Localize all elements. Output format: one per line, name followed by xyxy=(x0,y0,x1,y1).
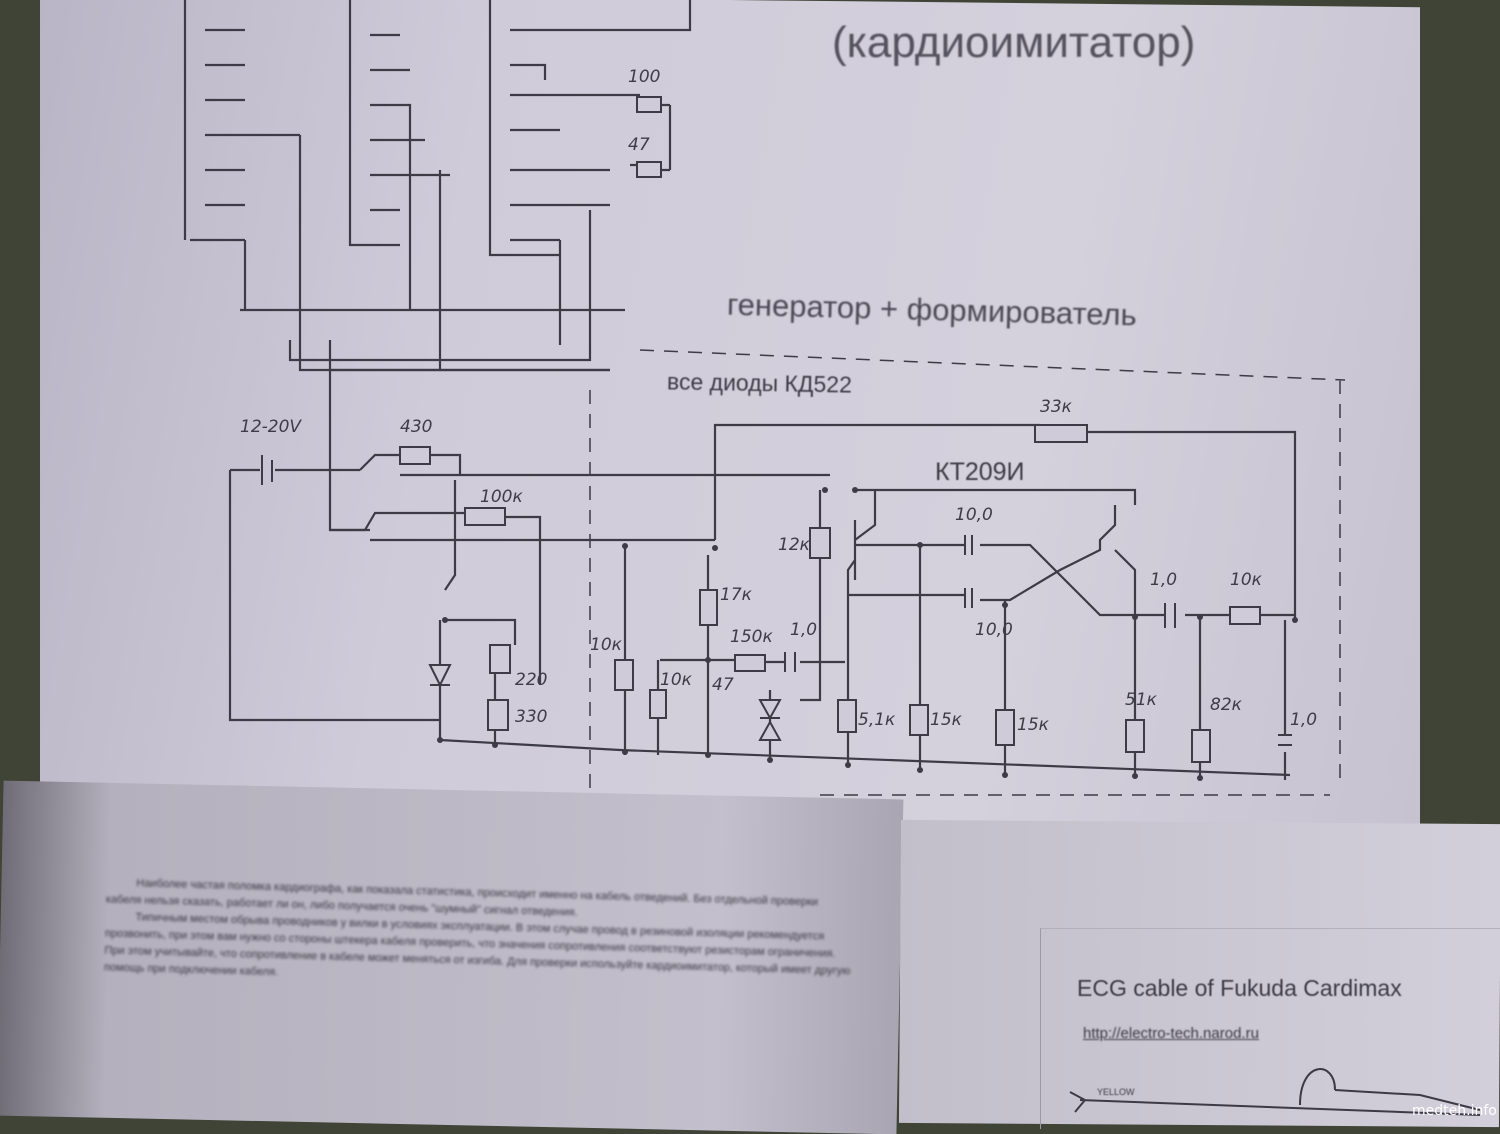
resistor-10k xyxy=(649,689,667,719)
resistor-150k xyxy=(734,654,766,672)
resistor-100k xyxy=(464,507,506,526)
label: 5,1к xyxy=(858,710,896,730)
resistor-51k xyxy=(1125,719,1145,753)
resistor-15k xyxy=(995,709,1015,746)
label: 430 xyxy=(400,417,432,437)
battery-icon xyxy=(261,455,273,485)
label: 47 xyxy=(628,135,650,155)
resistor-220 xyxy=(489,644,511,674)
cable-title: ECG cable of Fukuda Cardimax xyxy=(1077,975,1402,1001)
resistor-10k xyxy=(1229,606,1261,625)
label: 100 xyxy=(628,67,660,87)
label: 17к xyxy=(720,585,753,605)
label: 10к xyxy=(660,670,693,690)
zener-diode-icon xyxy=(758,699,782,741)
resistor-330 xyxy=(487,699,509,731)
label: 1,0 xyxy=(1150,570,1177,590)
label: 1,0 xyxy=(790,620,817,640)
label: 330 xyxy=(515,707,547,727)
label: 10,0 xyxy=(955,505,993,525)
watermark: medteh.info xyxy=(1412,1103,1497,1119)
label: 15к xyxy=(930,710,963,730)
label: 1,0 xyxy=(1290,710,1317,730)
resistor-82k xyxy=(1191,729,1211,763)
junction-dots xyxy=(437,487,1298,781)
resistor-430 xyxy=(399,446,431,465)
circuit-wires xyxy=(183,0,1346,796)
cable-url: http://electro-tech.narod.ru xyxy=(1083,1025,1259,1042)
resistor-33k xyxy=(1034,424,1088,443)
label: 33к xyxy=(1040,397,1073,417)
resistor-15k xyxy=(909,704,929,736)
label: 10к xyxy=(1230,570,1263,590)
resistor-5-1k xyxy=(837,699,857,733)
label: 47 xyxy=(712,675,734,695)
label: 100к xyxy=(480,487,523,507)
resistor-17k xyxy=(699,589,718,626)
resistor-13k xyxy=(809,527,831,559)
label: 51к xyxy=(1125,690,1158,710)
sheet-body-text: Наиболее частая поломка кардиографа, как… xyxy=(104,875,857,998)
component-labels: 12-20V 33к 430 100к 10,0 10,0 1,0 10к 51… xyxy=(240,67,1317,735)
label: 82к xyxy=(1210,695,1243,715)
label: 10к xyxy=(590,635,623,655)
wire-label: YELLOW xyxy=(1097,1087,1135,1097)
label: 150к xyxy=(730,627,773,647)
resistor xyxy=(636,161,662,178)
circuit-components xyxy=(261,96,1292,763)
capacitor-icon xyxy=(784,535,1292,746)
diode-icon xyxy=(428,664,452,688)
resistor-12k xyxy=(614,659,634,691)
cable-frame xyxy=(1040,928,1500,1129)
schematic-title: (кардиоимитатор) xyxy=(832,18,1196,67)
transistor-label: КТ209И xyxy=(935,458,1025,486)
label: 220 xyxy=(515,670,547,690)
resistor xyxy=(636,96,662,113)
label: 10,0 xyxy=(975,620,1013,640)
label: 12к xyxy=(778,535,811,555)
supply-label: 12-20V xyxy=(240,417,302,437)
label: 15к xyxy=(1017,715,1050,735)
